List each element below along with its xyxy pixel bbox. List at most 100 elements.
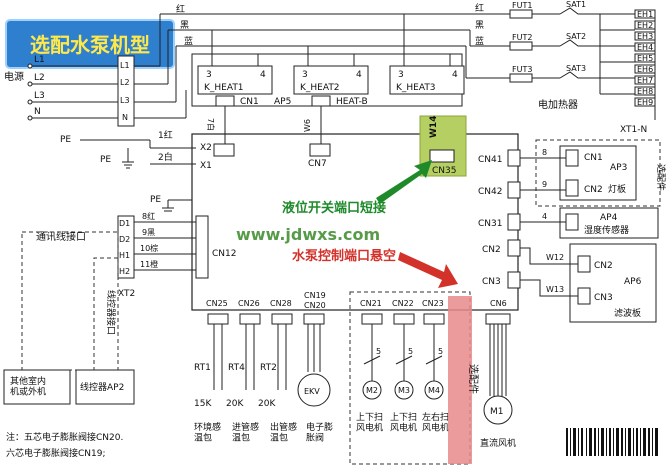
motor-m4-label: 左右扫风电机: [422, 411, 449, 433]
main-board: [191, 133, 519, 311]
heater-eh6: EH6: [637, 65, 653, 74]
wire-red-right: 红: [475, 2, 484, 14]
ekv-label: 电子膨胀阀: [306, 421, 333, 443]
cn12-label: CN12: [212, 249, 236, 259]
watermark: www.jdwxs.com: [236, 225, 380, 244]
relay-leads: [211, 14, 451, 66]
heater-eh7: EH7: [637, 76, 653, 85]
heater-eh4: EH4: [637, 43, 653, 52]
wire-w13: W13: [546, 285, 564, 294]
connector-cn7: [309, 143, 331, 157]
comm-wires: [134, 221, 196, 271]
power-line-l3: L3: [34, 91, 45, 101]
connector-cn1-ap5: [215, 95, 235, 107]
power-line-n: N: [34, 107, 41, 117]
option-label-bottom: 选配件: [467, 364, 480, 394]
wire-7-white: 7白: [206, 118, 216, 131]
heat-b-label: HEAT-B: [336, 97, 368, 107]
wired-controller-port: 线控器接口: [105, 290, 117, 335]
ekv-text: EKV: [304, 387, 320, 396]
terminal-d1: D1: [119, 219, 130, 228]
ap3-cn2: CN2: [584, 185, 603, 195]
fan-wires: [489, 324, 507, 396]
heater-eh2: EH2: [637, 21, 653, 30]
motor-pin-m3: 5: [408, 347, 413, 356]
port-cn3: CN3: [482, 277, 501, 287]
conn-cn19: CN19: [304, 291, 326, 300]
wire-black-right: 黑: [475, 20, 484, 31]
ap6-name: 滤波板: [614, 307, 641, 319]
ap3-cn1: CN1: [584, 153, 603, 163]
power-line-l1: L1: [34, 55, 45, 65]
port-cn31: CN31: [478, 219, 502, 229]
sensor-wires: [213, 324, 321, 390]
heater-wiring: [460, 7, 656, 120]
port-cn42: CN42: [478, 187, 502, 197]
comm-label: 通讯线接口: [36, 230, 86, 243]
wire-2-white: 2白: [158, 151, 173, 163]
ap4-label: AP4: [600, 213, 618, 223]
xt1-n: N: [122, 113, 128, 122]
wire-9: 9: [542, 180, 547, 189]
relay1-name: K_HEAT1: [204, 83, 244, 93]
port-cn2: CN2: [482, 245, 501, 255]
ap5-label: AP5: [274, 97, 291, 107]
terminal-d2: D2: [119, 235, 130, 244]
cn1-label: CN1: [240, 97, 259, 107]
xt1-l2: L2: [120, 78, 130, 87]
fuse-fut1: FUT1: [512, 1, 532, 10]
wire-10-brown: 10棕: [140, 243, 158, 253]
wire-blue-right: 蓝: [475, 35, 484, 47]
ekv-valve: [297, 373, 331, 407]
option-highlight: [448, 296, 472, 464]
wire-9-black: 9黑: [142, 228, 155, 237]
annotation-pump-control: 水泵控制端口悬空: [292, 248, 396, 264]
ap6-cn2: CN2: [594, 261, 613, 271]
note-line-1: 注：五芯电子膨胀阀接CN20.: [6, 431, 123, 443]
relay2-pin4: 4: [356, 70, 362, 80]
connector-cn1-main: [213, 143, 235, 157]
ap6-cn3: CN3: [594, 293, 613, 303]
relay-k-heat1: [197, 65, 273, 95]
comm-dashed-link: [21, 231, 119, 371]
relay-k-heat2: [293, 65, 369, 95]
wire-blue-left: 蓝: [184, 35, 193, 47]
supply-wires: [134, 13, 460, 119]
pe-label-main: PE: [150, 195, 161, 205]
terminal-block-xt2: [117, 215, 135, 279]
relay1-pin4: 4: [260, 70, 266, 80]
motor-m3-name: M3: [398, 386, 410, 395]
motor-m3: [394, 380, 414, 400]
power-lines: [27, 63, 118, 121]
fan-motor-m1: [483, 395, 513, 425]
relay2-pin3: 3: [302, 70, 308, 80]
wire-1-red: 1红: [158, 129, 173, 141]
option-label-right: 选配件: [655, 164, 666, 191]
wired-controller-box: [75, 369, 135, 405]
ap4-name: 湿度传感器: [584, 224, 629, 236]
conn-cn20: CN20: [304, 301, 326, 310]
heater-eh8: EH8: [637, 87, 653, 96]
conn-cn23: CN23: [422, 299, 444, 308]
motor-m2-name: M2: [366, 386, 378, 395]
conn-cn21: CN21: [360, 299, 382, 308]
red-arrow: [398, 252, 458, 288]
motor-pin-m2: 5: [376, 347, 381, 356]
title-banner: 选配水泵机型: [30, 33, 150, 57]
conn-cn6: CN6: [490, 299, 507, 308]
terminal-block-xt1: [117, 55, 135, 127]
motor-m3-label: 上下扫风电机: [390, 411, 417, 433]
sensor-rt4-label: 进管感温包: [232, 421, 259, 443]
pe-ground-label: PE: [100, 155, 111, 165]
switch-sat1: SAT1: [566, 0, 586, 9]
heater-eh9: EH9: [637, 98, 653, 107]
sensor-rt1: RT1: [194, 363, 211, 373]
sensor-rt1-value: 15K: [194, 399, 212, 409]
wire-w6: W6: [303, 119, 312, 132]
ap3-option-frame: [535, 139, 661, 207]
green-arrow: [376, 160, 432, 204]
motor-wires: [363, 324, 443, 382]
ap3-label: AP3: [610, 163, 627, 173]
motor-pin-m4: 5: [438, 347, 443, 356]
